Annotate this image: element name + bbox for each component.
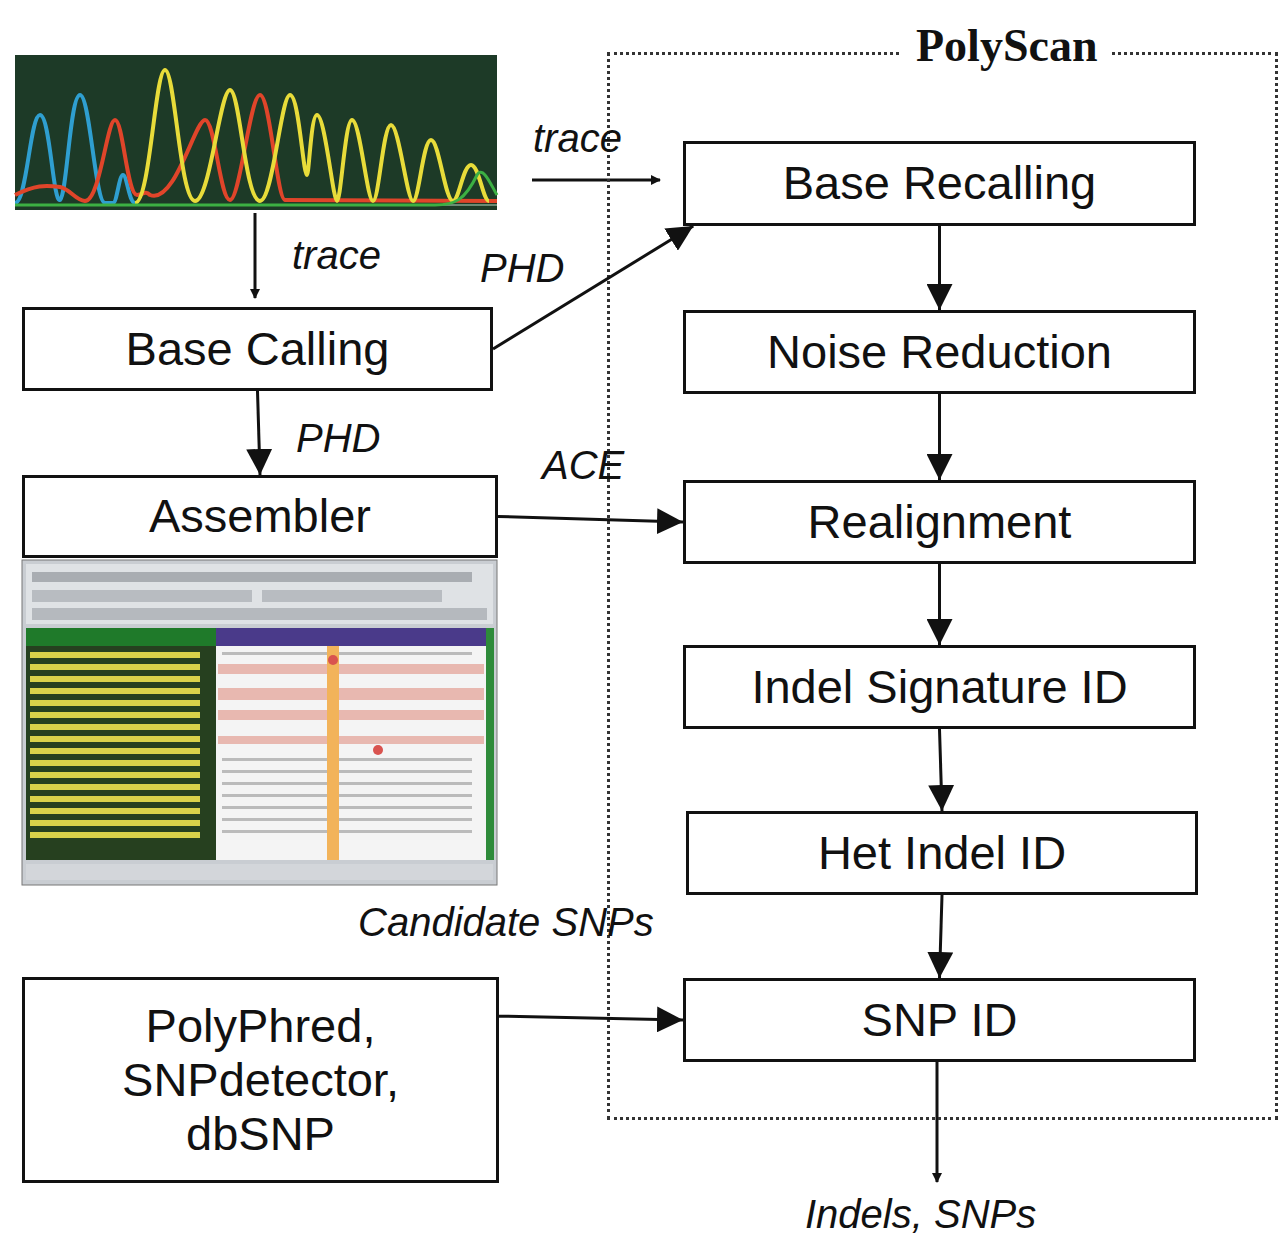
flow-arrow bbox=[938, 564, 941, 645]
process-box: Noise Reduction bbox=[683, 310, 1196, 394]
process-box: Assembler bbox=[22, 475, 498, 558]
edge-label: ACE bbox=[542, 443, 624, 488]
box-label: Realignment bbox=[808, 495, 1072, 549]
leader-arrow bbox=[254, 213, 257, 298]
box-label: Indel Signature ID bbox=[751, 660, 1127, 714]
process-box: Base Recalling bbox=[683, 141, 1196, 226]
flow-arrow bbox=[938, 394, 941, 480]
box-label: Base Recalling bbox=[783, 156, 1097, 210]
process-box: Base Calling bbox=[22, 307, 493, 391]
box-label: Base Calling bbox=[126, 322, 390, 376]
group-title: PolyScan bbox=[902, 19, 1111, 72]
flow-label: Indels, SNPs bbox=[805, 1192, 1036, 1237]
process-box: Het Indel ID bbox=[686, 811, 1198, 895]
flow-arrow bbox=[498, 517, 683, 523]
edge-label: PHD bbox=[296, 416, 380, 461]
process-box: SNP ID bbox=[683, 978, 1196, 1062]
flow-arrow bbox=[258, 391, 261, 475]
box-label: Noise Reduction bbox=[767, 325, 1112, 379]
process-box: Realignment bbox=[683, 480, 1196, 564]
flow-arrow bbox=[938, 226, 941, 310]
leader-arrow bbox=[936, 1058, 939, 1182]
flow-arrow bbox=[940, 729, 943, 811]
process-box: Indel Signature ID bbox=[683, 645, 1196, 729]
box-label: Het Indel ID bbox=[818, 826, 1066, 880]
dotted-container: Base RecallingNoise ReductionRealignment… bbox=[607, 52, 1278, 1120]
flow-label: trace bbox=[533, 116, 622, 161]
process-box: PolyPhred, SNPdetector, dbSNP bbox=[22, 977, 499, 1183]
box-label: PolyPhred, SNPdetector, dbSNP bbox=[96, 999, 426, 1161]
flow-arrow bbox=[940, 895, 943, 978]
chromatogram bbox=[15, 55, 497, 210]
flow-arrow bbox=[499, 1016, 683, 1020]
flow-label: trace bbox=[292, 233, 381, 278]
leader-arrow bbox=[532, 179, 660, 182]
box-label: Assembler bbox=[149, 489, 371, 543]
edge-label: Candidate SNPs bbox=[358, 900, 654, 945]
assembly-screenshot bbox=[22, 560, 497, 885]
edge-label: PHD bbox=[480, 246, 564, 291]
box-label: SNP ID bbox=[862, 993, 1018, 1047]
